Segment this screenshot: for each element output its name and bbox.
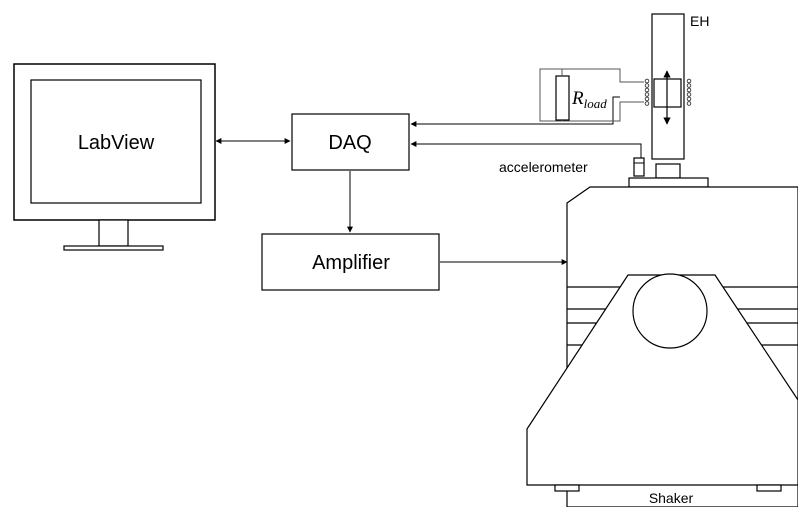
coil-right <box>686 78 692 106</box>
eh-daq-wire <box>410 96 620 127</box>
shaker-foot-left <box>554 484 580 492</box>
coil-left <box>644 78 650 106</box>
amplifier-box: Amplifier <box>261 233 440 291</box>
shaker-armature-circle <box>632 273 708 349</box>
accelerometer-daq-wire <box>410 141 642 158</box>
load-resistor-circuit: Rload <box>539 68 644 122</box>
load-resistor <box>555 75 570 121</box>
eh-label: EH <box>690 13 709 29</box>
amplifier-label: Amplifier <box>312 252 390 274</box>
labview-label: LabView <box>78 132 155 154</box>
shaker-mount <box>655 163 681 179</box>
shaker-label: Shaker <box>649 490 694 506</box>
daq-label: DAQ <box>328 132 371 154</box>
shaker-trunnion <box>526 274 798 486</box>
energy-harvester: EH <box>644 13 709 160</box>
accelerometer: accelerometer <box>499 157 645 177</box>
shaker: Shaker <box>526 163 798 507</box>
daq-box: DAQ <box>291 113 410 171</box>
rload-label: Rload <box>571 88 607 111</box>
labview-monitor: LabView <box>13 63 216 251</box>
shaker-foot-right <box>756 484 782 492</box>
accelerometer-label: accelerometer <box>499 159 588 175</box>
shaker-table <box>628 177 709 188</box>
connections <box>215 96 642 265</box>
